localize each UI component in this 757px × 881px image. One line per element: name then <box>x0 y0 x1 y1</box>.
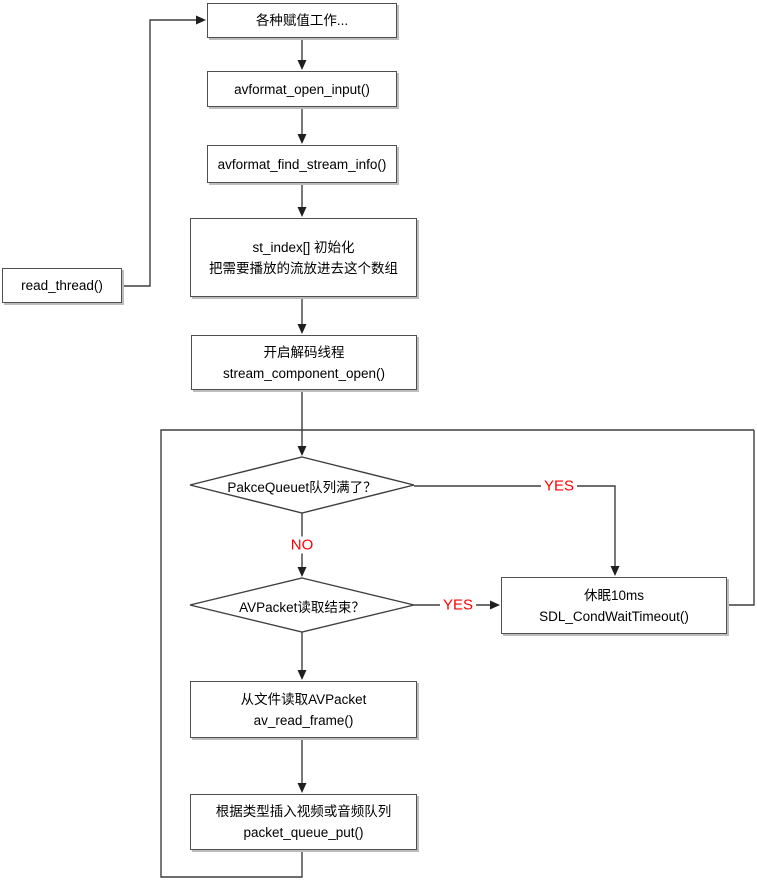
node-assign: 各种赋值工作... <box>207 3 397 38</box>
node-find-stream-info: avformat_find_stream_info() <box>207 145 397 183</box>
arrowhead <box>297 783 307 793</box>
node-component-open: 开启解码线程 stream_component_open() <box>191 335 417 390</box>
node-packet-eof-label: AVPacket读取结束？ <box>239 600 365 615</box>
node-component-open-line1: 开启解码线程 <box>263 344 345 360</box>
branch-label-packet-eof-yes: YES <box>439 596 477 614</box>
arrowhead <box>297 60 307 70</box>
edge-queuefull-yes <box>414 485 616 566</box>
node-read-frame: 从文件读取AVPacket av_read_frame() <box>190 681 417 738</box>
arrowhead <box>297 670 307 680</box>
node-open-input: avformat_open_input() <box>207 71 397 107</box>
arrowhead <box>297 324 307 334</box>
node-assign-label: 各种赋值工作... <box>255 13 349 28</box>
branch-label-queue-full-no: NO <box>287 536 317 554</box>
node-queue-put-line2: packet_queue_put() <box>243 825 364 840</box>
node-queue-put-line1: 根据类型插入视频或音频队列 <box>215 804 392 819</box>
arrowhead <box>490 600 500 610</box>
node-component-open-line2: stream_component_open() <box>222 365 386 381</box>
node-read-frame-line1: 从文件读取AVPacket <box>240 691 367 707</box>
edge-readthread-entry <box>122 19 196 287</box>
arrowhead <box>610 566 620 576</box>
arrowhead <box>297 134 307 144</box>
node-st-index-line2: 把需要播放的流放进去这个数组 <box>209 260 398 276</box>
arrowhead <box>297 567 307 577</box>
node-st-index-line1: st_index[] 初始化 <box>252 239 355 255</box>
node-open-input-label: avformat_open_input() <box>234 81 370 97</box>
node-queue-full-label: PakceQueuet队列满了？ <box>227 480 377 495</box>
arrowhead <box>297 207 307 217</box>
branch-label-queue-full-yes: YES <box>540 477 578 495</box>
node-sleep-line2: SDL_CondWaitTimeout() <box>539 608 689 624</box>
node-read-thread: read_thread() <box>2 268 122 303</box>
decision-diamond-packet-eof <box>189 577 415 633</box>
edge-loopback-left <box>160 429 754 878</box>
node-sleep-line1: 休眠10ms <box>583 587 644 603</box>
node-find-stream-info-label: avformat_find_stream_info() <box>217 156 387 172</box>
decision-diamond-queue-full <box>189 456 415 514</box>
arrowhead <box>297 446 307 456</box>
edge-loopback-right <box>727 430 755 606</box>
node-read-thread-label: read_thread() <box>21 278 103 293</box>
node-sleep: 休眠10ms SDL_CondWaitTimeout() <box>501 577 727 634</box>
arrowhead <box>196 15 206 25</box>
node-st-index: st_index[] 初始化 把需要播放的流放进去这个数组 <box>190 218 417 297</box>
node-queue-put: 根据类型插入视频或音频队列 packet_queue_put() <box>190 794 417 850</box>
node-read-frame-line2: av_read_frame() <box>253 712 354 728</box>
